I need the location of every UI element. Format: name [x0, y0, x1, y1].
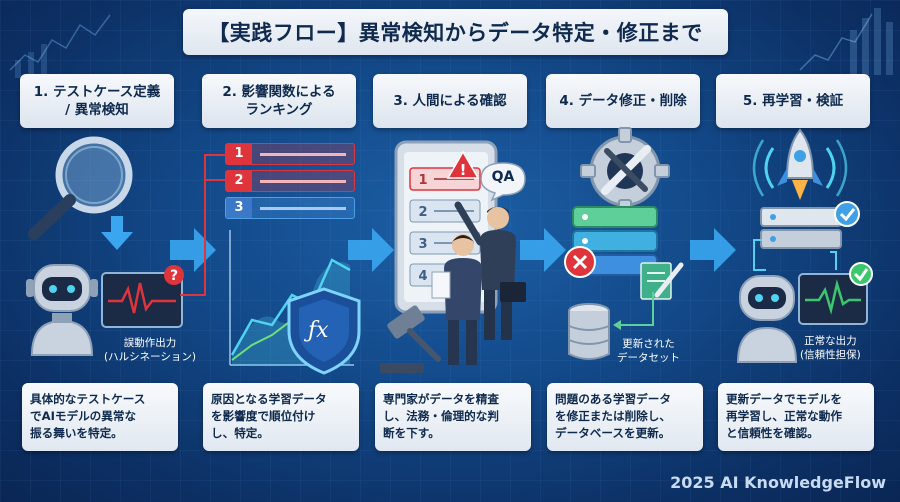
normal-output-line-2: (信頼性担保) [800, 349, 861, 361]
gavel-icon [380, 305, 441, 373]
step-2-desc-line-1: 原因となる学習データ [211, 392, 327, 406]
step-2-title-line-2: ランキング [245, 102, 313, 118]
step-4-description: 問題のある学習データ を修正または削除し、 データベースを更新。 [547, 383, 703, 451]
step-4-title-line-1: 4. データ修正・削除 [559, 93, 687, 109]
step-2-desc-line-3: し、特定。 [211, 426, 269, 440]
normal-output-label: 正常な出力 (信頼性担保) [800, 334, 861, 362]
error-monitor-icon: ? [101, 265, 184, 328]
step-1-title-line-2: / 異常検知 [65, 102, 129, 118]
error-output-line-1: 誤動作出力 [123, 337, 177, 349]
step-2-desc-line-2: を影響度で順位付け [211, 409, 316, 423]
step-5-title-line-1: 5. 再学習・検証 [742, 93, 844, 109]
flow-arrow-2 [348, 228, 394, 272]
step-1-title-line-1: 1. テストケース定義 [33, 84, 161, 100]
updated-dataset-line-1: 更新された [622, 338, 675, 350]
step-4-title: 4. データ修正・削除 [546, 74, 700, 128]
list-number-1: 1 [418, 173, 428, 188]
rank-bar-2 [260, 179, 346, 183]
list-number-4: 4 [418, 269, 428, 284]
step-5-desc-line-2: 再学習し、正常な動作 [726, 409, 842, 423]
step-4-desc-line-3: データベースを更新。 [555, 426, 671, 440]
rank-number-3: 3 [226, 198, 252, 218]
step-2-title-line-1: 2. 影響関数による [222, 84, 336, 100]
rank-number-2: 2 [226, 171, 252, 191]
step-1-desc-line-2: でAIモデルの異常な [30, 409, 137, 423]
flow-arrow-4 [690, 228, 736, 272]
step-2-title: 2. 影響関数による ランキング [202, 74, 356, 128]
delete-icon [564, 246, 596, 278]
tablet-list-numbers: 1 2 3 4 [412, 170, 434, 298]
ranking-list: 1 2 3 [225, 143, 355, 219]
updated-dataset-line-2: データセット [617, 352, 680, 364]
background-chart-right [799, 8, 893, 75]
step-3-title: 3. 人間による確認 [373, 74, 527, 128]
shield-icon [287, 287, 361, 375]
rank-number-1: 1 [226, 144, 252, 164]
step-1-description: 具体的なテストケース でAIモデルの異常な 振る舞いを特定。 [22, 383, 178, 451]
rank-row-3: 3 [225, 197, 355, 219]
gear-wrench-icon [580, 127, 670, 215]
error-connector-line [180, 154, 228, 296]
footer-credit: 2025 AI KnowledgeFlow [670, 473, 886, 492]
normal-monitor-icon [798, 262, 873, 325]
robot-normal-icon [736, 275, 798, 363]
step-3-title-line-1: 3. 人間による確認 [393, 93, 507, 109]
list-number-3: 3 [418, 237, 428, 252]
normal-output-line-1: 正常な出力 [804, 335, 857, 347]
step-1-desc-line-1: 具体的なテストケース [30, 392, 146, 406]
warning-icon: ! [446, 150, 480, 179]
updated-dataset-label: 更新された データセット [617, 337, 680, 365]
svg-text:?: ? [170, 268, 178, 284]
database-cylinder-icon [568, 303, 610, 360]
error-output-label: 誤動作出力 (ハルシネーション) [104, 336, 196, 364]
edit-document-icon [640, 262, 684, 300]
qa-label: QA [491, 169, 515, 185]
step-1-desc-line-3: 振る舞いを特定。 [30, 426, 123, 440]
rank-bar-1 [260, 152, 346, 156]
step-2-description: 原因となる学習データ を影響度で順位付け し、特定。 [203, 383, 359, 451]
step-3-description: 専門家がデータを精査 し、法務・倫理的な判 断を下す。 [375, 383, 531, 451]
robot-icon [26, 264, 98, 356]
page-title: 【実践フロー】異常検知からデータ特定・修正まで [183, 9, 728, 55]
down-arrow-icon [101, 216, 133, 250]
fx-symbol: ƒx [308, 318, 329, 343]
qa-bubble-icon [480, 162, 526, 202]
magnifier-icon [28, 136, 133, 240]
experts-icon [431, 201, 526, 365]
step-3-desc-line-2: し、法務・倫理的な判 [383, 409, 499, 423]
step-3-desc-line-3: 断を下す。 [383, 426, 440, 440]
step-3-desc-line-1: 専門家がデータを精査 [383, 392, 499, 406]
step-4-desc-line-2: を修正または削除し、 [555, 409, 671, 423]
rocket-icon [752, 128, 848, 200]
rank-bar-3 [260, 206, 346, 210]
step-5-desc-line-1: 更新データでモデルを [726, 392, 842, 406]
svg-text:!: ! [460, 161, 467, 179]
error-output-line-2: (ハルシネーション) [104, 351, 196, 363]
step-5-title: 5. 再学習・検証 [716, 74, 870, 128]
background-chart-left [9, 14, 111, 78]
step-5-description: 更新データでモデルを 再学習し、正常な動作 と信頼性を確認。 [718, 383, 874, 451]
step-1-title: 1. テストケース定義 / 異常検知 [20, 74, 174, 128]
server-check-icon [760, 201, 860, 249]
step-5-desc-line-3: と信頼性を確認。 [726, 426, 819, 440]
list-number-2: 2 [418, 205, 428, 220]
update-connector-line [613, 292, 654, 330]
flow-arrow-3 [520, 228, 566, 272]
rank-row-1: 1 [225, 143, 355, 165]
rank-row-2: 2 [225, 170, 355, 192]
retrain-loop-arrow [753, 239, 837, 271]
step-4-desc-line-1: 問題のある学習データ [555, 392, 671, 406]
